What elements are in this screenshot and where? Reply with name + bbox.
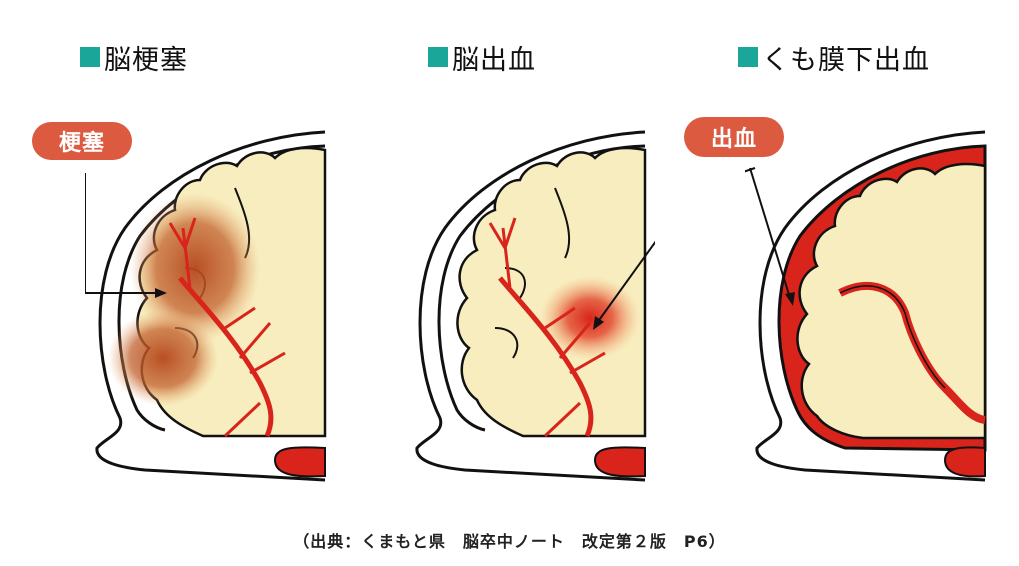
- panel-title-infarction: 脳梗塞: [80, 40, 188, 76]
- subarachnoid-illustration: [745, 130, 987, 482]
- title-text: 脳出血: [452, 44, 536, 76]
- teal-square-icon: [738, 47, 758, 67]
- panel-title-hemorrhage: 脳出血: [428, 40, 536, 76]
- hemorrhage-label-pill: 出血: [684, 117, 784, 157]
- teal-square-icon: [428, 47, 448, 67]
- hemorrhage-illustration: [415, 130, 655, 482]
- title-text: 脳梗塞: [104, 44, 188, 76]
- teal-square-icon: [80, 47, 100, 67]
- panel-title-subarachnoid: くも膜下出血: [738, 40, 930, 76]
- infarction-label-pill: 梗塞: [32, 122, 132, 160]
- source-caption: （出典：くまもと県 脳卒中ノート 改定第２版 P6）: [293, 532, 726, 551]
- title-text: くも膜下出血: [762, 44, 930, 76]
- infarction-illustration: [85, 130, 327, 482]
